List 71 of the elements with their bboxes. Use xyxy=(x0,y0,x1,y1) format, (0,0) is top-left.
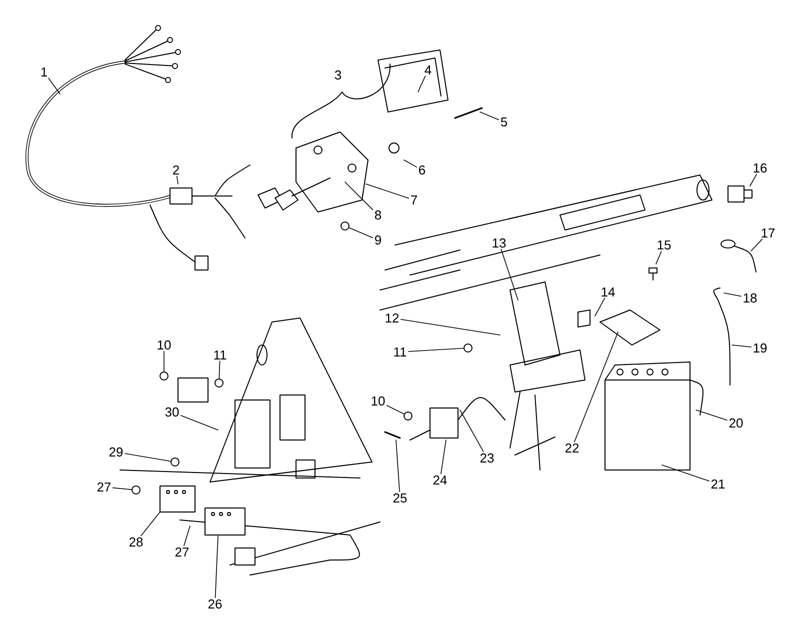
leader-line xyxy=(396,440,400,492)
leader-line xyxy=(386,405,404,414)
leader-line xyxy=(408,348,464,352)
leader-line xyxy=(348,227,374,238)
leader-line xyxy=(594,298,606,316)
leader-line xyxy=(732,344,752,348)
leader-line xyxy=(184,526,190,546)
nut xyxy=(404,412,412,420)
leader-line xyxy=(214,536,218,598)
leader-line xyxy=(696,410,728,420)
callout-number: 8 xyxy=(374,210,382,220)
leader-line xyxy=(418,76,426,92)
callout-number: 13 xyxy=(492,238,506,248)
callout-number: 10 xyxy=(372,396,385,406)
callout-number: 5 xyxy=(500,117,508,127)
leader-line xyxy=(366,184,410,199)
leader-line xyxy=(140,512,160,536)
leader-line xyxy=(662,464,710,482)
leader-line xyxy=(180,415,218,430)
callout-number: 30 xyxy=(165,407,179,417)
leader-line xyxy=(480,112,500,120)
callout-number: 2 xyxy=(173,165,179,175)
nut xyxy=(160,372,168,380)
leader-line xyxy=(112,487,132,490)
leader-line xyxy=(344,182,374,210)
leader-line xyxy=(574,332,618,442)
nut xyxy=(464,344,472,352)
callout-number: 26 xyxy=(208,599,222,609)
callout-number: 14 xyxy=(602,288,615,296)
callout-number: 11 xyxy=(214,350,226,360)
callout-number: 27 xyxy=(97,482,111,492)
callout-number: 3 xyxy=(334,70,342,80)
callout-number: 22 xyxy=(565,443,579,453)
callout-number: 4 xyxy=(424,66,432,74)
nut xyxy=(170,458,180,466)
callout-number: 18 xyxy=(744,293,757,303)
callout-number: 15 xyxy=(658,240,671,250)
callout-number: 25 xyxy=(393,493,407,503)
callout-number: 29 xyxy=(109,447,123,457)
leader-line xyxy=(750,238,763,252)
callout-number: 28 xyxy=(129,537,143,547)
callout-number: 19 xyxy=(754,343,767,353)
leader-line xyxy=(500,248,518,300)
leader-line xyxy=(440,440,446,474)
leader-line xyxy=(176,176,178,184)
callout-number: 7 xyxy=(411,196,417,204)
leader-line xyxy=(218,360,220,379)
callout-number: 17 xyxy=(762,228,775,238)
callout-number: 12 xyxy=(386,313,399,323)
leader-line xyxy=(48,78,60,94)
callout-number: 10 xyxy=(158,340,171,350)
leader-line xyxy=(460,410,484,452)
leader-line xyxy=(400,319,500,336)
nut xyxy=(340,222,350,230)
nut xyxy=(214,378,224,388)
callout-number: 21 xyxy=(711,479,725,489)
leader-line xyxy=(404,160,418,168)
callout-number: 24 xyxy=(433,475,447,485)
leader-line xyxy=(124,453,171,462)
leader-line xyxy=(656,250,662,264)
nut xyxy=(132,486,140,494)
leader-line xyxy=(724,292,742,297)
callout-number: 16 xyxy=(754,163,767,173)
callout-number: 6 xyxy=(419,165,426,175)
callout-number: 1 xyxy=(41,68,47,76)
callout-number: 20 xyxy=(729,418,743,428)
callout-number: 11 xyxy=(394,348,406,356)
leader-line xyxy=(750,174,757,186)
callout-number: 27 xyxy=(175,547,189,557)
callout-number: 9 xyxy=(375,235,381,245)
callout-number: 23 xyxy=(480,453,494,463)
